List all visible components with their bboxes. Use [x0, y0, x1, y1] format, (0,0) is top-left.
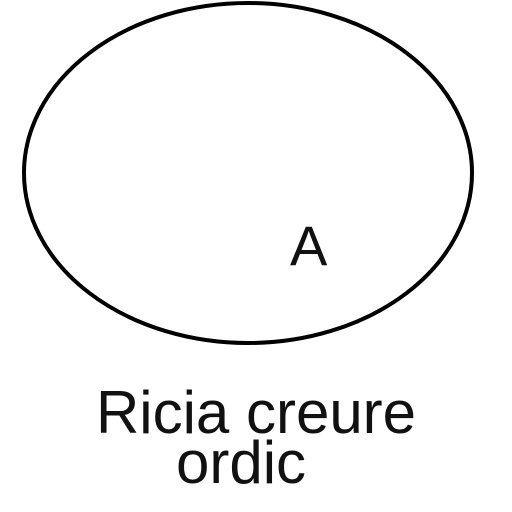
caption-line-2: ordic	[175, 429, 307, 496]
caption-line-1: Ricia creure	[95, 379, 417, 446]
ellipse-label-a: A	[290, 214, 328, 277]
ellipse-outline	[22, 1, 474, 345]
